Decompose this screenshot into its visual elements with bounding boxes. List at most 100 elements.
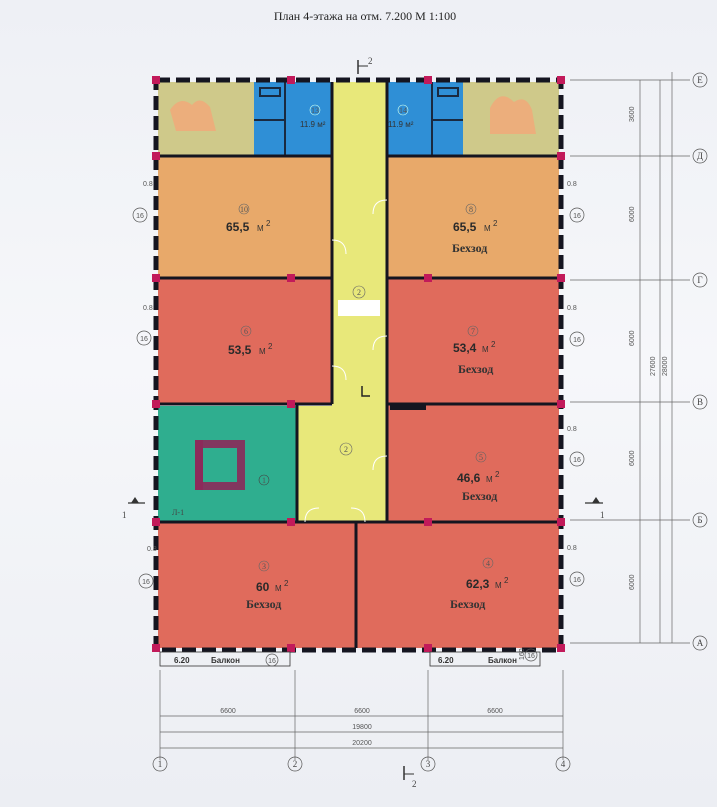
svg-text:2: 2 [495,470,500,479]
svg-text:3600: 3600 [629,106,636,122]
svg-text:М: М [257,224,264,233]
svg-text:16: 16 [268,658,276,665]
room-10-area: 65,5 [226,220,250,234]
vertical-dimensions [570,72,690,644]
svg-text:6600: 6600 [354,708,370,715]
svg-text:20200: 20200 [352,740,372,747]
svg-text:16: 16 [573,213,581,220]
svg-text:2: 2 [491,340,496,349]
svg-text:М: М [482,345,489,354]
svg-text:4: 4 [486,559,490,568]
room-13-label: 13 11.9 м² [300,104,326,129]
room-5-fill [387,404,559,522]
room-5-area: 46,6 [457,471,481,485]
balcony-right: 6.20 Балкон 160 16 [429,648,541,667]
room-4-label: 4 62,3 М 2 Бехзод [450,557,509,611]
section-mark-bottom: 2 [403,766,417,789]
axis-numbers: 1 2 3 4 [152,756,571,772]
wall-mark-right-4: 0.8 16 [567,545,585,587]
room-14-label: 14 11.9 м² [388,104,414,129]
svg-text:2: 2 [357,288,361,297]
svg-text:Балкон: Балкон [488,656,517,665]
svg-text:13: 13 [311,106,319,115]
room-3-tenant: Бехзод [246,597,281,611]
stair-label: Л-1 [172,508,184,517]
wall-marks: 0.8 16 0.8 16 0.8 16 0.8 16 0.8 16 0.8 1… [132,181,585,589]
room-3-fill [158,522,356,648]
svg-text:28000: 28000 [662,356,669,376]
svg-text:М: М [484,224,491,233]
section-mark-top: 2 [357,56,373,74]
svg-text:1: 1 [158,759,163,769]
svg-text:6600: 6600 [487,708,503,715]
svg-text:2: 2 [412,779,417,789]
svg-text:Балкон: Балкон [211,656,240,665]
svg-text:М: М [495,581,502,590]
room-1-fill [158,406,297,522]
svg-text:10: 10 [240,205,248,214]
toilet-partitions [254,82,463,156]
svg-text:1: 1 [262,476,266,485]
section-mark-left: 1 [122,497,145,520]
room-13-area: 11.9 м² [300,120,326,129]
corridor-label-patch [338,300,380,316]
sheet-title: План 4-этажа на отм. 7.200 М 1:100 [274,9,456,23]
svg-text:Б: Б [697,515,702,525]
corridor-corner-mark [361,386,370,397]
svg-text:6000: 6000 [629,330,636,346]
svg-text:0.8: 0.8 [567,305,577,312]
svg-text:6600: 6600 [220,708,236,715]
svg-text:19800: 19800 [352,724,372,731]
room-6-fill [158,278,332,404]
room-7-fill [387,278,559,404]
svg-text:Е: Е [697,75,703,85]
room-7-label: 7 53,4 М 2 Бехзод [453,325,496,376]
svg-text:1: 1 [122,510,127,520]
svg-text:16: 16 [573,337,581,344]
svg-text:6: 6 [244,327,248,336]
room-6-label: 6 53,5 М 2 [228,325,273,357]
svg-text:6000: 6000 [629,450,636,466]
svg-text:6.20: 6.20 [174,656,190,665]
svg-text:16: 16 [136,213,144,220]
room-4-tenant: Бехзод [450,597,485,611]
doors [304,199,388,523]
svg-text:2: 2 [344,445,348,454]
svg-text:16: 16 [140,336,148,343]
wall-mark-left-2: 0.8 16 [136,305,153,346]
svg-text:16: 16 [573,577,581,584]
svg-text:8: 8 [469,205,473,214]
svg-text:0.8: 0.8 [567,426,577,433]
svg-text:2: 2 [266,219,271,228]
svg-text:14: 14 [399,106,407,115]
svg-text:16: 16 [573,457,581,464]
svg-text:3: 3 [262,562,266,571]
svg-text:6.20: 6.20 [438,656,454,665]
room-14-area: 11.9 м² [388,120,414,129]
svg-text:Г: Г [697,275,702,285]
wall-mark-left-1: 0.8 16 [132,181,153,223]
room-8-tenant: Бехзод [452,241,487,255]
stair-symbol [195,440,245,490]
svg-text:М: М [486,475,493,484]
room-labels: 10 65,5 М 2 8 65,5 М 2 Бехзод 6 53,5 М 2… [172,104,509,611]
corridor-lower-fill [297,406,387,522]
wall-mark-right-2: 0.8 16 [567,305,585,347]
svg-text:16: 16 [142,579,150,586]
svg-text:М: М [275,584,282,593]
svg-text:2: 2 [504,576,509,585]
wall-mark-right-3: 0.8 16 [567,426,585,467]
svg-text:2: 2 [284,579,289,588]
wall-mark-left-3: 0.8 16 [138,546,157,589]
room-5-label: 5 46,6 М 2 Бехзод [457,451,500,503]
svg-text:5: 5 [479,453,483,462]
room-8-label: 8 65,5 М 2 Бехзод [452,203,498,255]
axis-letters: Е Д Г В Б А [692,72,708,651]
svg-text:1: 1 [600,510,605,520]
room-fills [158,82,559,648]
svg-text:0.8: 0.8 [143,305,153,312]
svg-text:27600: 27600 [650,356,657,376]
svg-text:160: 160 [519,648,526,660]
svg-text:Д: Д [697,151,703,161]
